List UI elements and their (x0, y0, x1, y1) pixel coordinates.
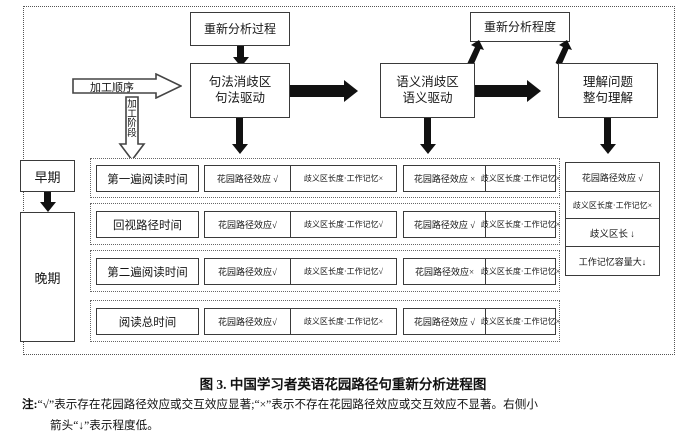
processing-phase-label: 加工阶段 (127, 100, 137, 140)
processing-order-arrow (72, 72, 183, 100)
stage-early-box: 早期 (20, 160, 75, 192)
row-measure-label: 阅读总时间 (96, 308, 199, 335)
cell-semantic-interaction: 歧义区长度·工作记忆× (481, 258, 560, 285)
row-measure-label: 回视路径时间 (96, 211, 199, 238)
cell-syntactic-gp-effect: 花园路径效应√ (204, 258, 291, 285)
arrow-semantic-down-shaft (424, 118, 431, 146)
arrow-process-to-syntactic-shaft (237, 46, 244, 59)
arrow-syntactic-down-head (231, 144, 248, 154)
reanalysis-degree-box: 重新分析程度 (470, 12, 570, 42)
figure-note-text1: “√”表示存在花园路径效应或交互效应显著;“×”表示不存在花园路径效应或交互效应… (37, 398, 538, 411)
right-cell-working-memory: 工作记忆容量大↓ (578, 256, 647, 267)
arrow-syntactic-to-semantic-shaft (290, 85, 345, 97)
comprehension-box: 理解问题 整句理解 (558, 63, 658, 118)
arrow-semantic-to-comprehension-shaft (475, 85, 528, 97)
cell-syntactic-interaction: 歧义区长度·工作记忆√ (290, 211, 397, 238)
stage-late-label: 晚期 (34, 270, 61, 286)
reanalysis-degree-label: 重新分析程度 (483, 19, 556, 34)
right-cell-ambiguity-length: 歧义区长 ↓ (566, 219, 659, 247)
cell-semantic-gp-effect: 花园路径效应× (403, 258, 486, 285)
cell-semantic-interaction: 歧义区长度·工作记忆× (481, 165, 560, 192)
right-cell-gp-effect: 花园路径效应 √ (566, 163, 659, 192)
arrow-syntactic-down-shaft (236, 118, 243, 146)
comprehension-box-line2: 整句理解 (582, 90, 633, 105)
semantic-box-line1: 语义消歧区 (396, 74, 459, 89)
cell-syntactic-interaction: 歧义区长度·工作记忆× (290, 165, 397, 192)
table-row: 第一遍阅读时间 花园路径效应 √ 歧义区长度·工作记忆× 花园路径效应 × 歧义… (90, 158, 560, 198)
table-row: 第二遍阅读时间 花园路径效应√ 歧义区长度·工作记忆√ 花园路径效应× 歧义区长… (90, 250, 560, 292)
arrow-comprehension-to-degree-icon (555, 40, 572, 66)
figure-caption: 图 3. 中国学习者英语花园路径句重新分析进程图 (199, 377, 487, 392)
semantic-box-line2: 语义驱动 (402, 90, 453, 105)
cell-syntactic-gp-effect: 花园路径效应 √ (204, 165, 291, 192)
syntactic-box-line2: 句法驱动 (214, 90, 265, 105)
semantic-disambiguation-box: 语义消歧区 语义驱动 (380, 63, 475, 118)
arrow-semantic-to-degree (462, 40, 484, 66)
arrow-process-to-syntactic-head (232, 57, 249, 67)
arrow-semantic-to-degree-icon (467, 40, 484, 66)
processing-order-arrow-icon (72, 72, 183, 100)
arrow-early-to-late-shaft (44, 192, 51, 204)
cell-semantic-gp-effect: 花园路径效应 √ (403, 211, 486, 238)
syntactic-disambiguation-box: 句法消歧区 句法驱动 (190, 63, 290, 118)
processing-phase-arrow-icon (118, 96, 146, 162)
arrow-comprehension-to-degree (550, 40, 572, 66)
processing-phase-arrow (118, 96, 146, 162)
right-cell-interaction: 歧义区长度·工作记忆× (566, 192, 659, 219)
cell-syntactic-interaction: 歧义区长度·工作记忆√ (290, 258, 397, 285)
processing-order-label: 加工顺序 (90, 82, 134, 94)
figure-note-lead: 注: (22, 398, 38, 411)
comprehension-results-column: 花园路径效应 √ 歧义区长度·工作记忆× 歧义区长 ↓ 工作记忆容量大↓ (565, 162, 660, 276)
arrow-comprehension-down-shaft (604, 118, 611, 146)
reanalysis-process-box: 重新分析过程 (190, 12, 290, 46)
cell-syntactic-gp-effect: 花园路径效应√ (204, 308, 291, 335)
stage-early-label: 早期 (34, 169, 61, 185)
cell-semantic-gp-effect: 花园路径效应 × (403, 165, 486, 192)
cell-semantic-gp-effect: 花园路径效应 √ (403, 308, 486, 335)
stage-late-box: 晚期 (20, 212, 75, 342)
arrow-semantic-to-comprehension-head (527, 80, 541, 102)
figure-note-line2: 箭头“↓”表示程度低。 (50, 419, 159, 432)
row-measure-label: 第二遍阅读时间 (96, 258, 199, 285)
cell-semantic-interaction: 歧义区长度·工作记忆× (481, 211, 560, 238)
figure-note-line1: 注:“√”表示存在花园路径效应或交互效应显著;“×”表示不存在花园路径效应或交互… (22, 396, 662, 414)
table-row: 阅读总时间 花园路径效应√ 歧义区长度·工作记忆× 花园路径效应 √ 歧义区长度… (90, 300, 560, 342)
cell-syntactic-gp-effect: 花园路径效应√ (204, 211, 291, 238)
arrow-syntactic-to-semantic-head (344, 80, 358, 102)
row-measure-label: 第一遍阅读时间 (96, 165, 199, 192)
arrow-semantic-down-head (419, 144, 436, 154)
cell-syntactic-interaction: 歧义区长度·工作记忆× (290, 308, 397, 335)
cell-semantic-interaction: 歧义区长度·工作记忆× (481, 308, 560, 335)
reanalysis-process-label: 重新分析过程 (203, 21, 276, 36)
comprehension-box-line1: 理解问题 (582, 74, 633, 89)
arrow-early-to-late-head (39, 202, 56, 212)
syntactic-box-line1: 句法消歧区 (208, 74, 272, 89)
table-row: 回视路径时间 花园路径效应√ 歧义区长度·工作记忆√ 花园路径效应 √ 歧义区长… (90, 203, 560, 245)
arrow-comprehension-down-head (599, 144, 616, 154)
